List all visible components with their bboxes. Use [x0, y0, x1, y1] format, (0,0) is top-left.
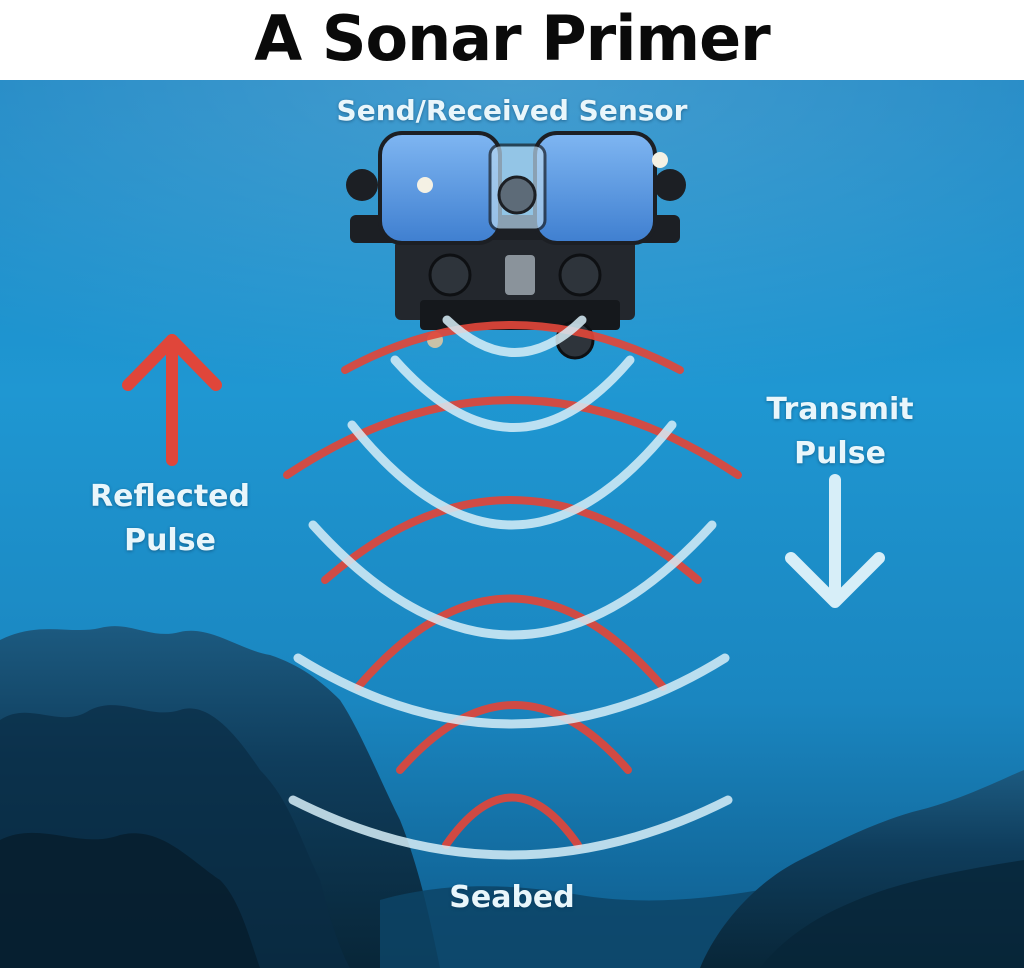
coral-texture-right: [760, 860, 1024, 968]
rov-sensor-icon: [346, 131, 686, 360]
transmit-wave-6: [288, 795, 733, 860]
transmit-wave-3: [347, 420, 677, 530]
page-title: A Sonar Primer: [0, 0, 1024, 80]
seabed-floor: [380, 886, 780, 968]
reflected-label-line2: Pulse: [124, 523, 216, 558]
coral-shadow-left: [0, 832, 260, 968]
reflected-pulse-label: Reflected Pulse: [60, 475, 280, 563]
transmit-wave-2: [390, 355, 635, 432]
reflected-label-line1: Reflected: [90, 479, 250, 514]
transmit-wave-1: [442, 315, 587, 357]
up-arrow-icon: [122, 334, 222, 466]
seabed-label: Seabed: [449, 880, 575, 915]
transmit-label-line1: Transmit: [766, 392, 914, 427]
transmit-label-line2: Pulse: [794, 436, 886, 471]
transmit-pulse-label: Transmit Pulse: [730, 388, 950, 476]
down-arrow-icon: [785, 474, 885, 608]
transmit-pulse-waves: [288, 315, 733, 860]
reflected-wave-1: [341, 321, 684, 374]
transmit-wave-4: [308, 520, 717, 640]
reflected-wave-5: [396, 701, 632, 774]
reflected-pulse-waves: [283, 321, 742, 849]
sensor-label: Send/Received Sensor: [336, 94, 688, 127]
reflected-wave-3: [321, 496, 702, 584]
underwater-scene: Send/Received Sensor Reflected Pulse Tra…: [0, 80, 1024, 968]
scene-graphic: [0, 80, 1024, 968]
transmit-wave-5: [293, 653, 730, 729]
reflected-wave-4: [354, 594, 667, 691]
reflected-wave-2: [283, 396, 742, 479]
reflected-wave-6: [442, 793, 582, 849]
